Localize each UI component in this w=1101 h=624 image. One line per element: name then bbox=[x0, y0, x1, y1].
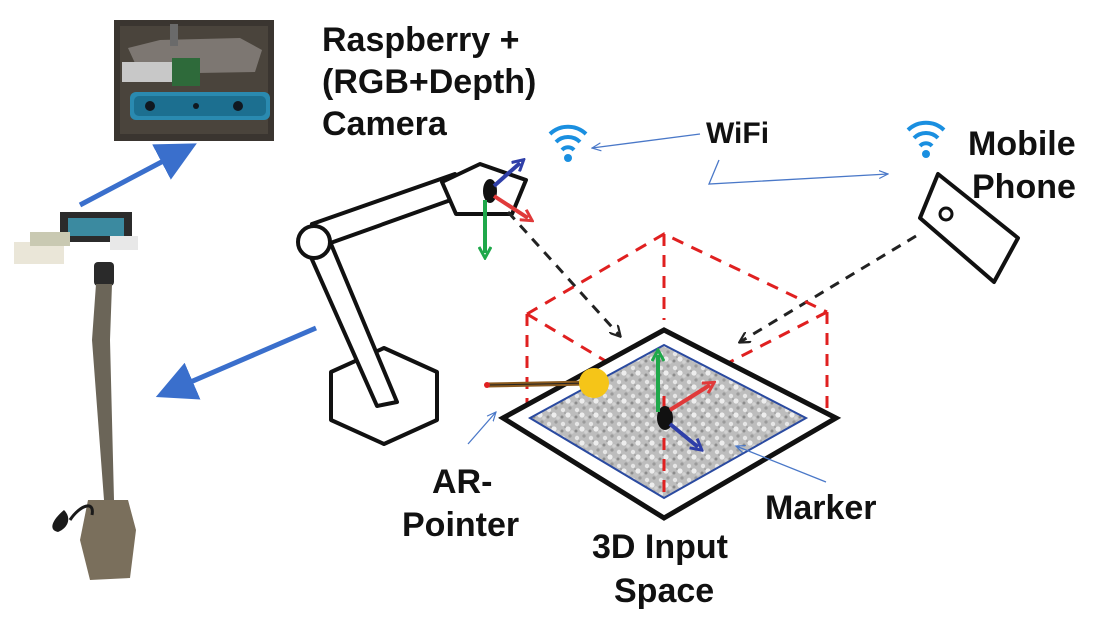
phone-label-line2: Phone bbox=[972, 168, 1076, 206]
ar-pointer bbox=[484, 368, 609, 398]
marker-label-arrow bbox=[736, 446, 827, 483]
wifi-icon bbox=[548, 124, 588, 162]
camera-axis-blue bbox=[492, 163, 520, 188]
camera-axis-red bbox=[492, 194, 528, 218]
mobile-phone bbox=[918, 172, 1020, 284]
camera-label-line1: Raspberry + bbox=[322, 21, 520, 59]
camera-view-ray bbox=[506, 210, 620, 336]
marker-label: Marker bbox=[765, 489, 877, 527]
pointer-label-line1: AR- bbox=[432, 463, 493, 501]
camera-photo bbox=[114, 20, 274, 141]
marker-axis-red bbox=[668, 385, 710, 412]
pointer-label-line2: Pointer bbox=[402, 506, 520, 544]
phone-camera bbox=[938, 206, 954, 222]
marker-origin bbox=[657, 406, 673, 430]
camera-rig-photo bbox=[14, 212, 138, 580]
marker-axis-blue bbox=[668, 422, 698, 447]
phone-view-ray bbox=[740, 234, 917, 342]
camera-label-line2: (RGB+Depth) bbox=[322, 63, 537, 101]
wifi-arrow-right bbox=[708, 159, 888, 185]
wifi-label: WiFi bbox=[706, 117, 770, 150]
arrow-rig-to-camera bbox=[78, 143, 197, 208]
lamp-upper-arm bbox=[310, 172, 464, 248]
space-label-line1: 3D Input bbox=[592, 528, 728, 566]
wifi-arrow-left bbox=[592, 133, 701, 148]
lamp-joint bbox=[296, 224, 332, 260]
space-label-line2: Space bbox=[614, 572, 715, 610]
camera-label-line3: Camera bbox=[322, 105, 447, 143]
wifi-icon bbox=[906, 120, 946, 158]
arrow-lamp-to-rig bbox=[155, 325, 317, 400]
pointer-label-arrow bbox=[467, 412, 496, 445]
phone-label-line1: Mobile bbox=[968, 125, 1076, 163]
desk-lamp bbox=[296, 162, 528, 446]
